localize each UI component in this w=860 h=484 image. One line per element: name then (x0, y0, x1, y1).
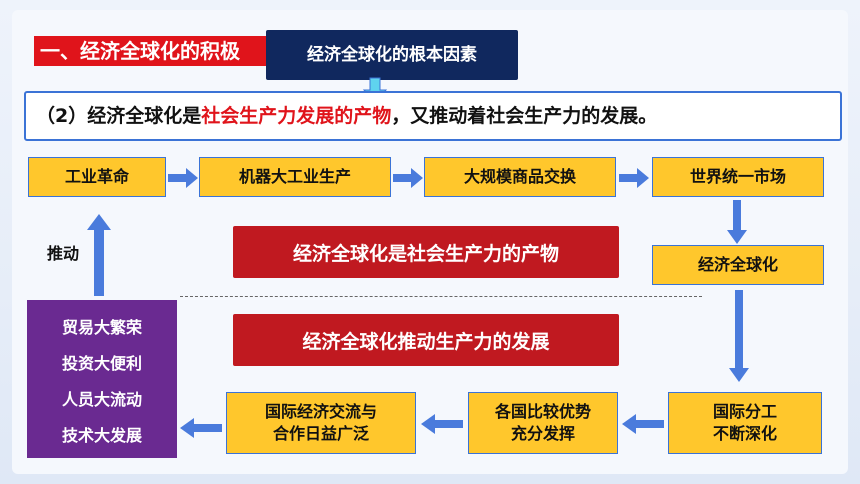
box-international-exchange: 国际经济交流与合作日益广泛 (226, 392, 416, 454)
down-arrow-icon (727, 200, 747, 244)
box-globalization: 经济全球化 (652, 245, 824, 285)
section-heading: 一、经济全球化的积极 (34, 36, 280, 66)
advantage-line2: 充分发挥 (510, 424, 575, 443)
right-arrow-icon (619, 168, 649, 188)
banner-promote: 经济全球化推动生产力的发展 (233, 314, 619, 366)
divider-line (180, 296, 702, 297)
outcome-trade: 贸易大繁荣 (61, 318, 142, 337)
exchange-line1: 国际经济交流与 (264, 402, 377, 422)
push-label: 推动 (47, 244, 80, 263)
left-arrow-icon (180, 418, 222, 438)
box-industrial-revolution: 工业革命 (28, 157, 166, 197)
left-arrow-icon (622, 414, 664, 434)
banner-product: 经济全球化是社会生产力的产物 (233, 226, 619, 278)
up-arrow-icon (87, 214, 111, 296)
box-machine-industry: 机器大工业生产 (199, 157, 391, 197)
down-arrow-icon (729, 290, 749, 382)
outcome-technology: 技术大发展 (61, 426, 142, 445)
box-commodity-exchange: 大规模商品交换 (424, 157, 616, 197)
box-world-market: 世界统一市场 (652, 157, 824, 197)
outcomes-box: 贸易大繁荣 投资大便利 人员大流动 技术大发展 (27, 300, 177, 458)
statement-box: （2）经济全球化是社会生产力发展的产物，又推动着社会生产力的发展。 (24, 91, 842, 141)
outcome-investment: 投资大便利 (61, 354, 142, 373)
division-line2: 不断深化 (712, 424, 777, 443)
right-arrow-icon (168, 168, 198, 188)
statement-highlight: 社会生产力发展的产物 (201, 105, 392, 127)
box-comparative-advantage: 各国比较优势充分发挥 (468, 392, 618, 454)
statement-prefix: （2）经济全球化是 (36, 105, 202, 127)
box-division-of-labor: 国际分工不断深化 (668, 392, 822, 454)
division-line1: 国际分工 (712, 402, 777, 422)
exchange-line2: 合作日益广泛 (272, 424, 369, 443)
left-arrow-icon (421, 414, 463, 434)
callout-root-cause: 经济全球化的根本因素 (266, 30, 518, 80)
right-arrow-icon (393, 168, 423, 188)
outcome-people: 人员大流动 (61, 390, 142, 409)
advantage-line1: 各国比较优势 (494, 402, 591, 422)
statement-suffix: ，又推动着社会生产力的发展。 (391, 105, 658, 127)
